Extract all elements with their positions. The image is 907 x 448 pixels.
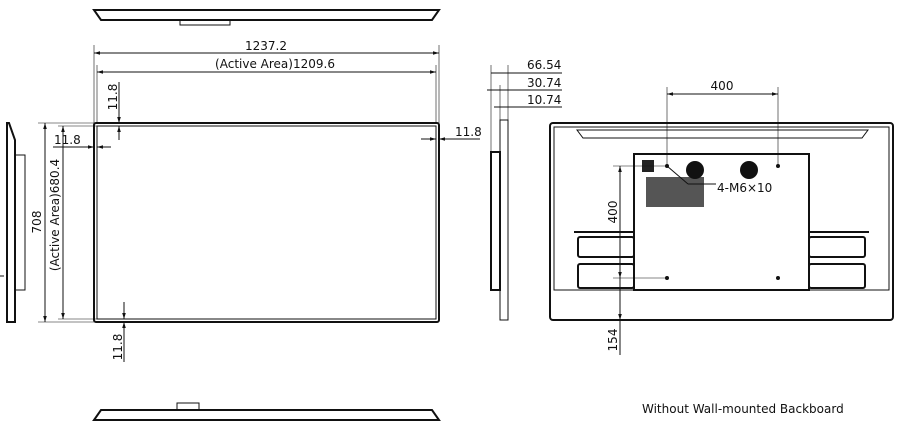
caption: Without Wall-mounted Backboard [642,402,844,416]
vesa-vertical-label: 400 [606,201,620,224]
front-view: 1237.2 (Active Area)1209.6 708 (Active A… [30,39,482,362]
bottom-view [92,402,441,421]
active-height-label: (Active Area)680.4 [48,159,62,271]
depth-panel-label: 10.74 [527,93,561,107]
bezel-right-label: 11.8 [455,125,482,139]
right-side-view: 66.54 30.74 10.74 [487,58,562,321]
vesa-horizontal-label: 400 [711,79,734,93]
bottom-offset-label: 154 [606,329,620,352]
vent-grille [646,177,704,207]
active-width-label: (Active Area)1209.6 [215,57,335,71]
bezel-bottom-label: 11.8 [111,334,125,361]
depth-mid-label: 30.74 [527,76,561,90]
bezel-left-label: 11.8 [54,133,81,147]
left-side-view [0,122,26,323]
top-view [92,9,441,26]
overall-height-label: 708 [30,211,44,234]
bezel-top-label: 11.8 [106,84,120,111]
depth-total-label: 66.54 [527,58,561,72]
back-view: 4-M6×10 400 400 154 [549,79,894,355]
overall-width-label: 1237.2 [245,39,287,53]
screw-spec-label: 4-M6×10 [717,181,772,195]
